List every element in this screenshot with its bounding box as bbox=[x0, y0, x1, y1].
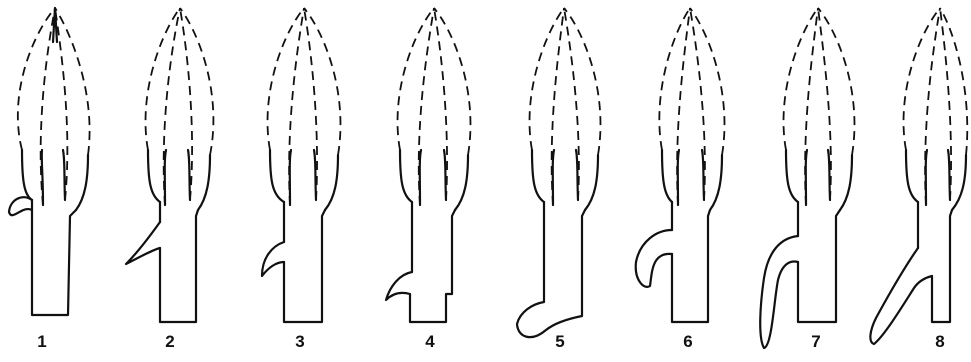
label-3: 3 bbox=[295, 332, 304, 351]
label-7: 7 bbox=[811, 332, 820, 351]
label-1: 1 bbox=[37, 332, 46, 351]
spearhead-6: 6 bbox=[636, 8, 725, 351]
spearhead-5: 5 bbox=[517, 8, 600, 351]
spearhead-8: 8 bbox=[870, 8, 967, 351]
spearhead-2: 2 bbox=[126, 8, 213, 351]
spearhead-4: 4 bbox=[386, 8, 470, 351]
label-4: 4 bbox=[425, 332, 435, 351]
label-5: 5 bbox=[555, 332, 564, 351]
label-2: 2 bbox=[165, 332, 174, 351]
label-6: 6 bbox=[683, 332, 692, 351]
spearhead-1: 1 bbox=[9, 8, 90, 351]
spearhead-7: 7 bbox=[760, 8, 854, 351]
spearhead-3: 3 bbox=[262, 8, 340, 351]
label-8: 8 bbox=[935, 332, 944, 351]
